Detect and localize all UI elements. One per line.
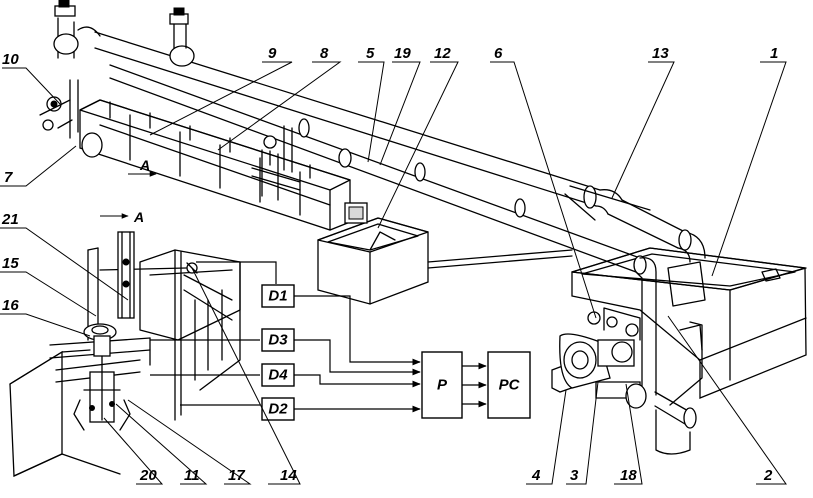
view-arrow-main: A <box>128 157 157 177</box>
label-11: 11 <box>184 467 200 484</box>
label-21: 21 <box>1 211 19 228</box>
sensor-block-d1: D1 <box>261 284 295 308</box>
view-label-main: A <box>139 157 150 173</box>
label-13: 13 <box>652 45 669 62</box>
label-5: 5 <box>366 45 375 62</box>
main-reservoir-tank <box>571 247 807 399</box>
label-14: 14 <box>280 467 297 484</box>
label-18: 18 <box>620 467 637 484</box>
label-6: 6 <box>494 45 503 62</box>
processor-label: P <box>437 377 448 394</box>
label-9: 9 <box>268 45 277 62</box>
label-12: 12 <box>434 45 451 62</box>
label-16: 16 <box>2 297 19 314</box>
sensor-d1-label: D1 <box>268 288 287 305</box>
label-3: 3 <box>570 467 579 484</box>
part-number-labels: 1 2 3 4 5 6 7 8 9 10 11 12 13 14 15 16 1… <box>1 45 778 484</box>
sensor-block-d4: D4 <box>261 363 295 387</box>
pc-label: PC <box>499 377 521 394</box>
label-4: 4 <box>531 467 541 484</box>
label-7: 7 <box>4 169 13 186</box>
block-diagram: D1 D3 D4 D2 P PC <box>150 261 531 421</box>
detail-view-a <box>9 231 241 477</box>
sensor-d4-label: D4 <box>268 367 288 384</box>
view-label-detail: A <box>133 209 144 225</box>
label-15: 15 <box>2 255 19 272</box>
label-2: 2 <box>763 467 773 484</box>
measuring-tank <box>317 217 573 305</box>
sensor-d2-label: D2 <box>268 401 288 418</box>
sensor-block-d3: D3 <box>261 328 295 352</box>
sensor-d3-label: D3 <box>268 332 288 349</box>
leader-lines <box>0 61 787 485</box>
flume-gate-valve <box>251 125 301 201</box>
label-20: 20 <box>139 467 157 484</box>
return-pipe-upper <box>94 31 706 263</box>
processor-block: P <box>421 351 463 419</box>
test-channel-flume <box>79 99 368 231</box>
inlet-valve-assembly <box>39 0 195 139</box>
pc-block: PC <box>487 351 531 419</box>
label-10: 10 <box>2 51 19 68</box>
view-arrow-detail: A <box>100 209 144 225</box>
label-1: 1 <box>770 45 778 62</box>
label-19: 19 <box>394 45 411 62</box>
label-17: 17 <box>228 467 245 484</box>
pump-unit <box>551 307 703 455</box>
label-8: 8 <box>320 45 329 62</box>
